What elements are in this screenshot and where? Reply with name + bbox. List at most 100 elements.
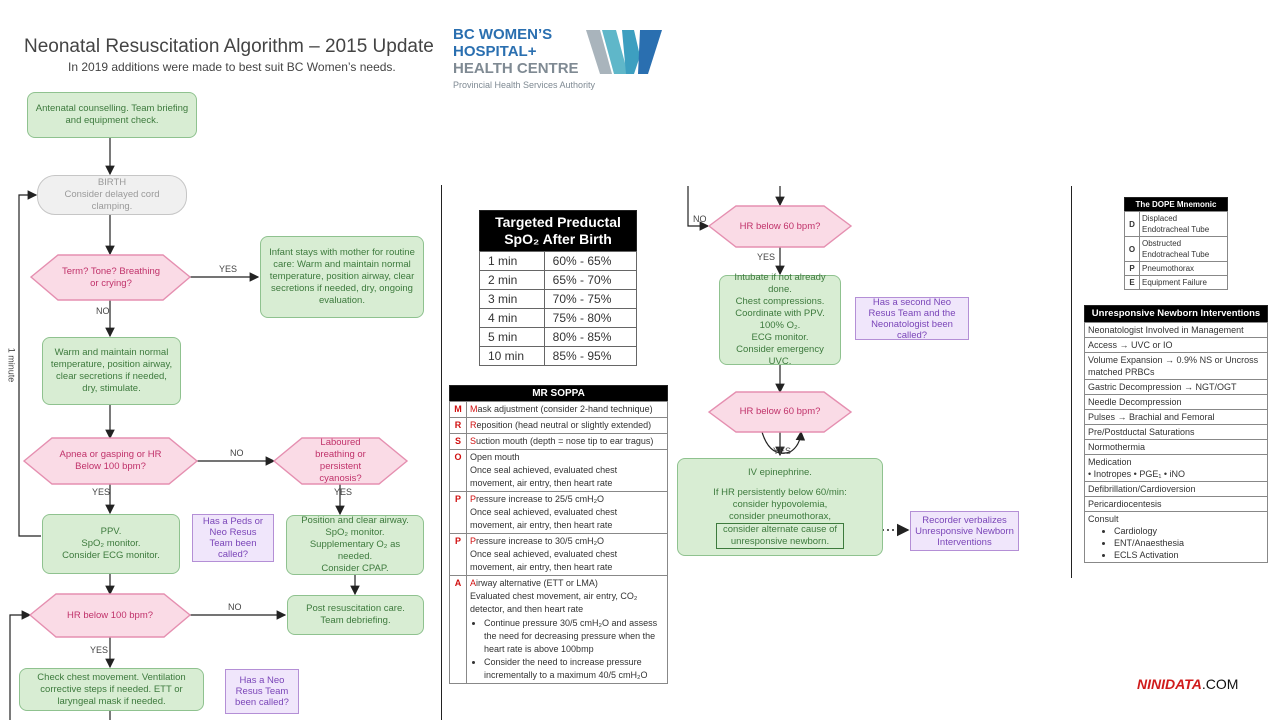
spo2-title-line-2: SpO₂ After Birth [504,231,612,247]
step-detail: Once seal achieved, evaluated chest move… [470,549,618,572]
epi-line-1: IV epinephrine. [748,467,812,478]
hospital-logo-text: BC WOMEN’S HOSPITAL+ HEALTH CENTRE [453,26,579,77]
routine-care-box: Infant stays with mother for routine car… [260,236,424,318]
alternate-cause-highlight: consider alternate cause of unresponsive… [715,523,845,549]
table-row: Pericardiocentesis [1084,496,1268,512]
watermark-brand: NINIDATA.COM [1137,676,1238,692]
position-line-4: Consider CPAP. [321,563,389,574]
column-divider-right [1071,186,1072,578]
soppa-step: Suction mouth (depth = nose tip to ear t… [466,433,668,450]
intubate-line-6: Consider emergency UVC. [736,344,824,367]
medication-title: Medication [1088,457,1132,467]
post-line-1: Post resuscitation care. [306,603,405,614]
page-subtitle: In 2019 additions were made to best suit… [68,60,396,74]
antenatal-box: Antenatal counselling. Team briefing and… [27,92,197,138]
apnea-decision: Apnea or gasping or HR Below 100 bpm? [59,449,162,472]
table-row: P Pressure increase to 30/5 cmH₂O Once se… [449,533,668,576]
spo2-table-title: Targeted Preductal SpO₂ After Birth [479,210,637,252]
table-row: A Airway alternative (ETT or LMA) Evalua… [449,575,668,684]
right-no-label: NO [693,214,707,224]
term-tone-decision: Term? Tone? Breathing or crying? [61,266,161,289]
term-yes-label: YES [219,264,238,274]
time-cell: 3 min [479,289,545,309]
table-row: R Reposition (head neutral or slightly e… [449,417,668,434]
hr-below-100-decision: HR below 100 bpm? [66,610,154,621]
range-cell: 85% - 95% [543,346,638,366]
time-cell: 4 min [479,308,545,328]
time-cell: 1 min [479,251,545,271]
intervention-cell: Access → UVC or IO [1084,337,1268,353]
apnea-yes-label: YES [92,487,111,497]
post-resuscitation-box: Post resuscitation care. Team debriefing… [287,595,424,635]
hr60-yes-label: YES [757,252,776,262]
soppa-letter: M [449,401,467,418]
recorder-callout: Recorder verbalizes Unresponsive Newborn… [910,511,1019,551]
watermark-name: NINIDATA [1137,676,1202,692]
dope-letter: O [1124,236,1140,262]
soppa-letter: A [449,575,467,684]
intervention-cell: Gastric Decompression → NGT/OGT [1084,379,1268,395]
step-detail: Once seal achieved, evaluated chest move… [470,465,618,488]
column-divider-left [441,185,442,720]
dope-letter: P [1124,261,1140,276]
intervention-cell: Neonatologist Involved in Management [1084,322,1268,338]
consult-list: Cardiology ENT/Anaesthesia ECLS Activati… [1088,525,1264,561]
warm-maintain-box: Warm and maintain normal temperature, po… [42,337,181,405]
table-row: Pre/Postductal Saturations [1084,424,1268,440]
dope-title: The DOPE Mnemonic [1124,197,1228,212]
intervention-cell: Volume Expansion → 0.9% NS or Uncross ma… [1084,352,1268,380]
logo-subtitle: Provincial Health Services Authority [453,80,596,90]
logo-line-1: BC WOMEN’S [453,26,553,43]
list-item: Continue pressure 30/5 cmH₂O and assess … [484,617,664,656]
step-text: uction mouth (depth = nose tip to ear tr… [476,436,654,446]
dope-letter: E [1124,275,1140,290]
time-cell: 10 min [479,346,545,366]
spo2-title-line-1: Targeted Preductal [495,214,621,230]
term-no-label: NO [96,306,110,316]
time-axis-label: 1 minute [6,347,17,383]
soppa-step: Pressure increase to 30/5 cmH₂O Once seal… [466,533,668,576]
spo2-target-table: Targeted Preductal SpO₂ After Birth 1 mi… [479,210,638,366]
apnea-no-label: NO [230,448,244,458]
epi-line-5: consider alternate cause of [722,524,838,535]
dope-meaning: Displaced Endotracheal Tube [1139,211,1228,237]
post-line-2: Team debriefing. [320,615,391,626]
step-detail: Once seal achieved, evaluated chest move… [470,507,618,530]
table-row: Needle Decompression [1084,394,1268,410]
soppa-letter: O [449,449,467,492]
step-text: irway alternative (ETT or LMA) [476,578,598,588]
birth-subtitle: Consider delayed cord clamping. [64,189,160,212]
hr-below-60-decision-1: HR below 60 bpm? [739,221,821,232]
iv-epinephrine-box: IV epinephrine. If HR persistently below… [677,458,883,556]
highlight-letter: P [470,536,477,546]
intervention-cell: Pericardiocentesis [1084,496,1268,512]
list-item: ENT/Anaesthesia [1114,537,1264,549]
soppa-title: MR SOPPA [449,385,668,402]
page-title: Neonatal Resuscitation Algorithm – 2015 … [24,36,434,57]
table-row: Normothermia [1084,439,1268,455]
intervention-cell: Pulses → Brachial and Femoral [1084,409,1268,425]
step-text: ressure increase to 30/5 cmH₂O [476,536,605,546]
epi-line-4: consider pneumothorax, [729,511,831,522]
check-chest-box: Check chest movement. Ventilation correc… [19,668,204,711]
range-cell: 80% - 85% [543,327,638,347]
neo-team-callout: Has a Neo Resus Team been called? [225,669,299,714]
table-row: Access → UVC or IO [1084,337,1268,353]
soppa-step: Reposition (head neutral or slightly ext… [466,417,668,434]
step-detail: Evaluated chest movement, air entry, CO₂… [470,591,638,614]
intubate-box: Intubate if not already done. Chest comp… [719,272,841,367]
step-text: Open mouth [470,452,520,462]
table-row: Medication • Inotropes • PGE₁ • iNO [1084,454,1268,482]
step-text: ressure increase to 25/5 cmH₂O [476,494,605,504]
table-row: S Suction mouth (depth = nose tip to ear… [449,433,668,450]
logo-line-3: HEALTH CENTRE [453,60,579,77]
intervention-cell: Needle Decompression [1084,394,1268,410]
list-item: Cardiology [1114,525,1264,537]
